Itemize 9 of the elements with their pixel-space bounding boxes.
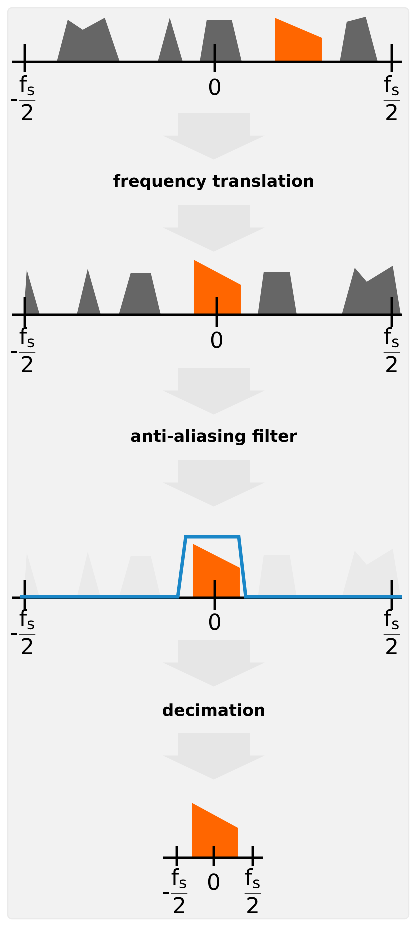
spectrum-drawing [12, 17, 402, 72]
spectrum-drawing [163, 803, 263, 866]
axis-label: $\text{-}\frac{\text{f}_\text{s}}{\text{2}}$ [11, 610, 36, 654]
axis-label: $\frac{\text{f}_\text{s}}{\text{2}}$ [384, 610, 400, 654]
spectrum-drawing [12, 535, 402, 610]
step-label: decimation [163, 704, 264, 716]
spectrum-drawing [12, 260, 402, 327]
step-label: anti-aliasing filter [131, 429, 298, 446]
step-label: frequency translation [114, 174, 314, 191]
